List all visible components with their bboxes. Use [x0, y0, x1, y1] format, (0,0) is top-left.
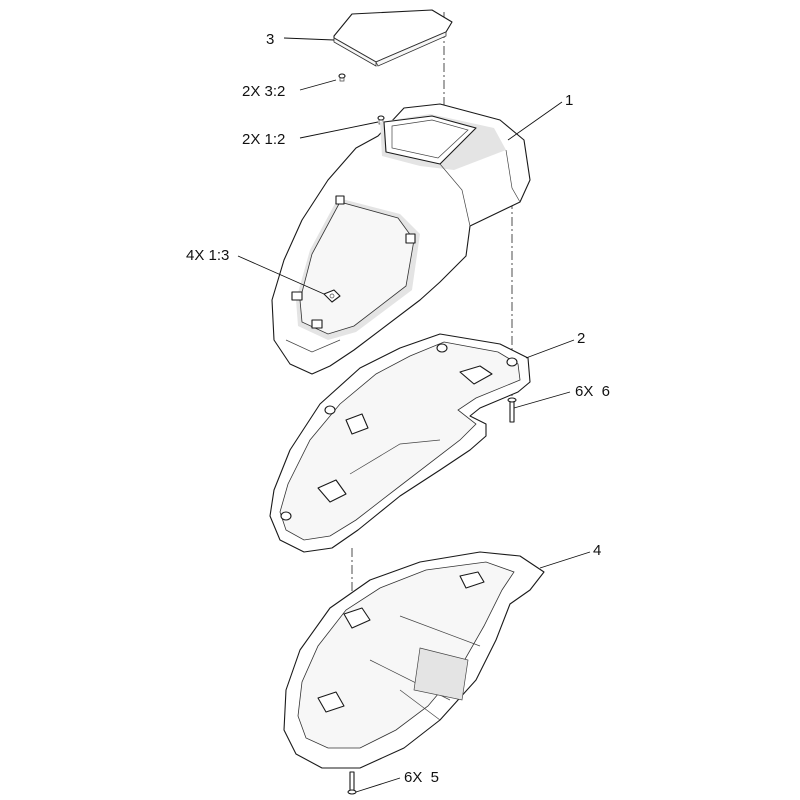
callout-2x-3-2: 2X 3:2 — [242, 83, 285, 100]
part-screw-6 — [507, 397, 517, 423]
callout-4x-1-3: 4X 1:3 — [186, 247, 229, 264]
callout-4: 4 — [593, 542, 601, 559]
callout-2: 2 — [577, 330, 585, 347]
callout-2x-1-2: 2X 1:2 — [242, 131, 285, 148]
part-3-cover-plate — [333, 9, 453, 67]
callout-1: 1 — [565, 92, 573, 109]
leader-lines — [237, 37, 591, 793]
part-screw-3-2 — [338, 73, 346, 82]
part-4-base-tray — [283, 551, 545, 769]
callout-3: 3 — [266, 31, 274, 48]
callout-labels: 3 2X 3:2 2X 1:2 1 4X 1:3 2 6X 6 4 6X 5 — [186, 31, 610, 786]
part-nut-1-3 — [323, 289, 341, 303]
part-screw-5 — [347, 771, 357, 795]
callout-6x-5: 6X 5 — [404, 769, 439, 786]
part-1-upper-housing — [271, 103, 531, 375]
part-2-mid-frame — [269, 333, 531, 553]
callout-6x-6: 6X 6 — [575, 383, 610, 400]
